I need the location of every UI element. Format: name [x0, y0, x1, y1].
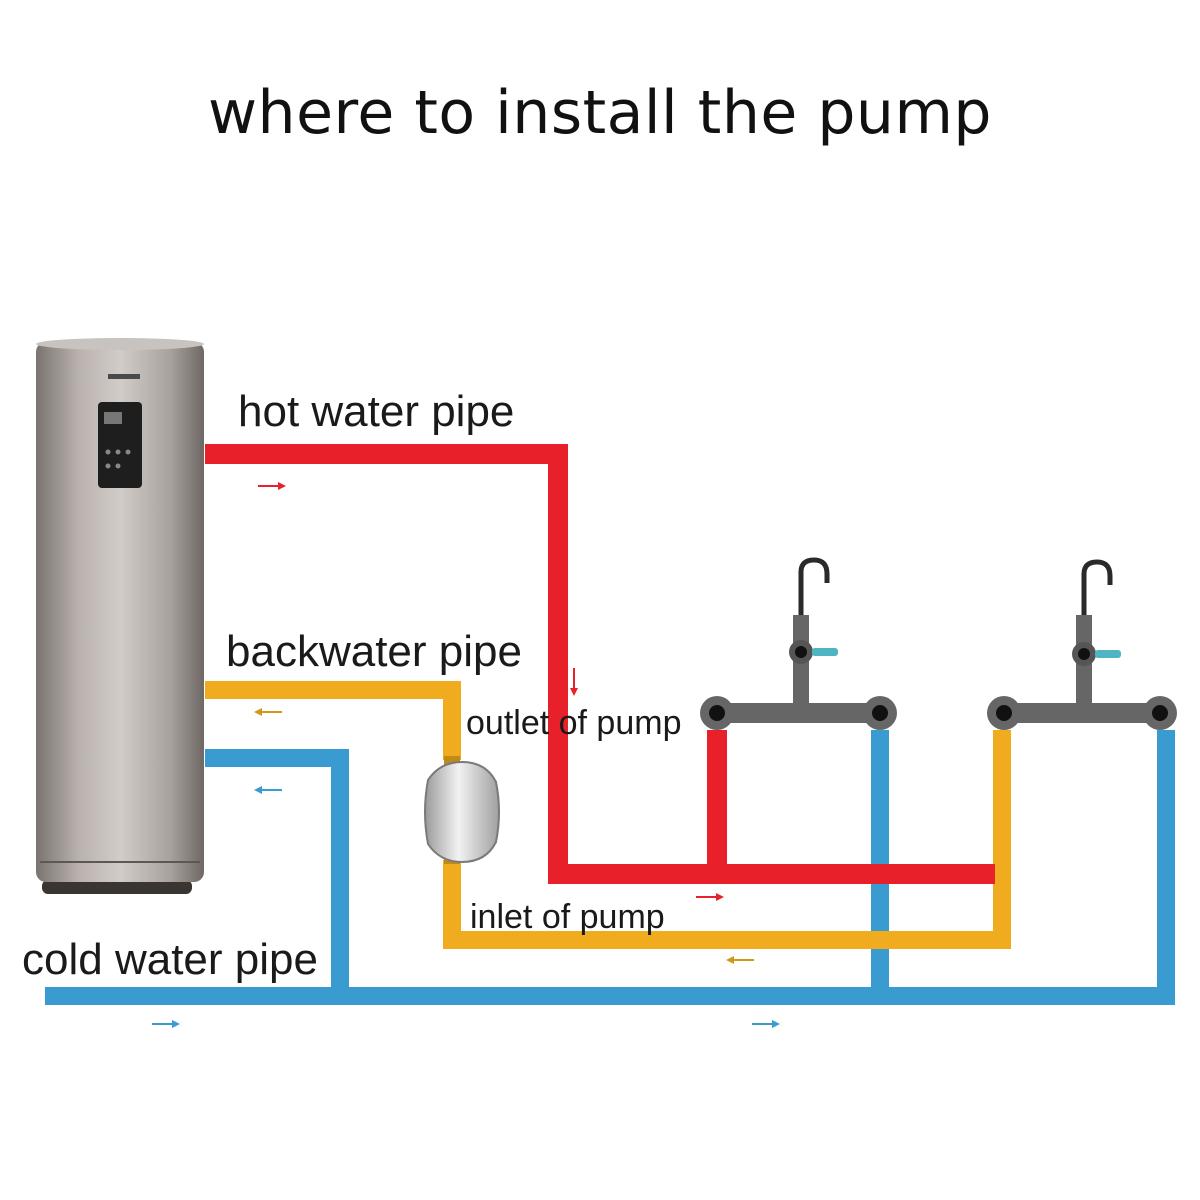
backwater-pipe: [205, 681, 1011, 949]
cold-water-pipe-label: cold water pipe: [22, 935, 318, 984]
water-heater-icon: [36, 338, 204, 894]
faucet-icon: [1072, 559, 1121, 715]
hot-water-pipe-label: hot water pipe: [238, 387, 514, 436]
backwater-pipe-label: backwater pipe: [226, 627, 522, 676]
brand-logo: [108, 374, 140, 379]
fixture-left: [700, 557, 897, 730]
arrow-right-icon: [696, 893, 724, 901]
arrow-down-icon: [570, 668, 578, 696]
outlet-of-pump-label: outlet of pump: [466, 704, 681, 742]
cold-water-pipe: [45, 730, 1175, 1005]
inlet-of-pump-label: inlet of pump: [470, 898, 665, 936]
diagram-title: where to install the pump: [207, 78, 992, 148]
faucet-icon: [789, 557, 838, 715]
flow-arrows: [152, 482, 780, 1028]
arrow-left-icon: [254, 708, 282, 716]
circulation-pump-icon: [424, 756, 500, 864]
fixture-right: [987, 559, 1177, 730]
hot-water-pipe: [205, 444, 995, 884]
arrow-left-icon: [726, 956, 754, 964]
arrow-right-icon: [752, 1020, 780, 1028]
arrow-right-icon: [258, 482, 286, 490]
arrow-right-icon: [152, 1020, 180, 1028]
arrow-left-icon: [254, 786, 282, 794]
